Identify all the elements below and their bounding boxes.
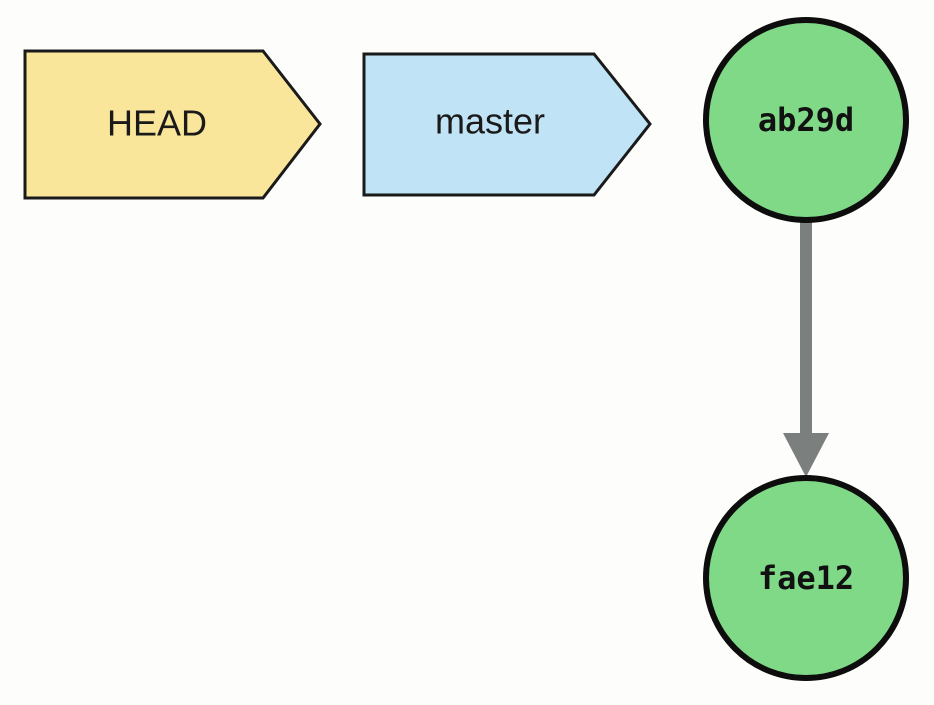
head-ref-shape [23,49,322,200]
commit-hash-ab29d: ab29d [758,101,854,139]
commit-hash-fae12: fae12 [758,559,854,597]
commit-node-ab29d: ab29d [703,17,909,223]
parent-edge-arrowhead [783,433,829,477]
commit-circle-ab29d [703,17,909,223]
commit-circle-fae12 [703,475,909,681]
master-branch-shape [362,52,652,197]
head-ref-tag: HEAD [23,49,322,200]
head-ref-label: HEAD [107,103,207,144]
parent-edge [783,222,829,477]
master-branch-tag: master [362,52,652,197]
master-branch-label: master [435,101,545,142]
commit-node-fae12: fae12 [703,475,909,681]
